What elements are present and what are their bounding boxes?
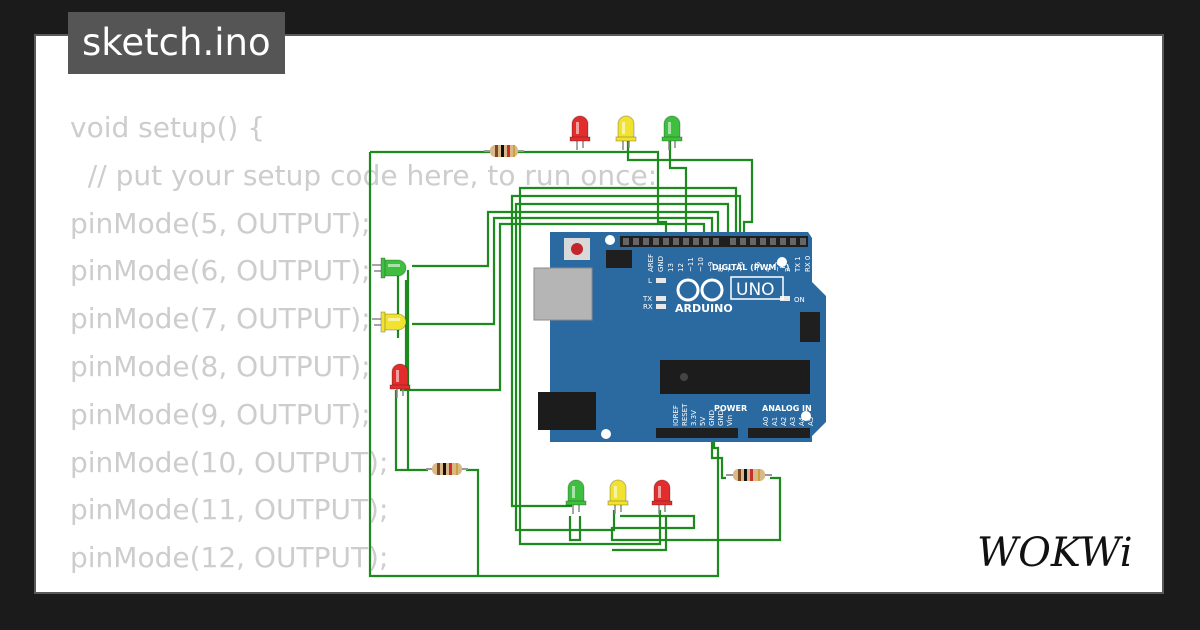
led-red[interactable] — [569, 115, 591, 150]
pin-label: GND — [717, 410, 725, 426]
icsp-header — [606, 250, 632, 268]
on-label: ON — [794, 296, 805, 304]
wire — [510, 194, 742, 508]
pin-label: Vin — [726, 415, 734, 426]
arduino-infinity-icon — [676, 278, 724, 302]
wire — [412, 210, 720, 268]
leds — [372, 115, 683, 514]
code-line: pinMode(9, OUTPUT); — [70, 397, 371, 431]
led-yellow[interactable] — [372, 311, 407, 333]
pin-label: ~5 — [754, 262, 762, 272]
wire — [518, 186, 738, 546]
wire — [466, 468, 480, 576]
led-red[interactable] — [389, 363, 411, 398]
code-line: pinMode(6, OUTPUT); — [70, 254, 371, 288]
l-label: L — [648, 277, 652, 285]
pin-label: IOREF — [672, 405, 680, 426]
pin-label: A2 — [780, 417, 788, 426]
pin-label: 3.3V — [690, 410, 698, 426]
wire — [394, 390, 428, 472]
analog-label: ANALOG IN — [762, 404, 812, 413]
resistor — [726, 469, 772, 481]
pin-label: GND — [708, 410, 716, 426]
code-editor: void setup() { // put your setup code he… — [70, 104, 658, 592]
code-line: pinMode(8, OUTPUT); — [70, 349, 371, 383]
wire — [368, 152, 720, 578]
pin-label: ~9 — [707, 262, 715, 272]
pin-label: AREF — [647, 254, 655, 272]
arduino-uno-board[interactable]: ARDUINO UNO DIGITAL (PWM ~) POWER ANALOG… — [533, 232, 826, 442]
pin-label: RESET — [681, 403, 689, 426]
wire — [510, 150, 668, 240]
icsp2-header — [800, 312, 820, 342]
resistor — [484, 145, 524, 157]
led-yellow[interactable] — [615, 115, 637, 150]
code-line: pinMode(10, OUTPUT); — [70, 445, 389, 479]
pin-label: ~6 — [737, 261, 745, 272]
code-line: pinMode(11, OUTPUT); — [70, 493, 389, 527]
power-header — [656, 428, 738, 438]
wokwi-logo-text: WOKWi — [977, 530, 1133, 576]
rx-label: RX — [643, 303, 653, 311]
pin-label: ~3 — [774, 262, 782, 272]
led-yellow[interactable] — [607, 479, 629, 514]
pin-label: A1 — [771, 417, 779, 426]
tx-label: TX — [642, 295, 652, 303]
led-green[interactable] — [661, 115, 683, 150]
wire — [612, 516, 668, 552]
code-line: void setup() { — [70, 111, 266, 144]
pin-label: ~10 — [697, 257, 705, 272]
pin-label: 2 — [784, 268, 792, 272]
wire — [626, 140, 754, 240]
pin-label: 12 — [677, 263, 685, 272]
led-green[interactable] — [565, 479, 587, 514]
usb-connector — [533, 267, 593, 321]
code-line: // put your setup code here, to run once… — [70, 158, 658, 192]
pin-label: A3 — [789, 417, 797, 426]
wire — [710, 440, 726, 480]
pin-label: GND — [657, 256, 665, 272]
wire — [412, 216, 714, 326]
pin-label: 8 — [717, 268, 725, 272]
pin-label: 7 — [727, 268, 735, 272]
brand-label: ARDUINO — [675, 302, 733, 315]
wire — [400, 222, 706, 392]
pin-label: 4 — [764, 267, 772, 272]
pin-label: A5 — [807, 417, 815, 426]
file-tab[interactable]: sketch.ino — [68, 12, 285, 74]
pin-label: 5V — [699, 417, 707, 426]
power-jack — [538, 392, 596, 430]
wire — [568, 516, 582, 542]
digital-header-label: DIGITAL (PWM ~) — [712, 263, 790, 272]
pin-label: A0 — [762, 417, 770, 426]
resistor — [426, 463, 468, 475]
preview-card: void setup() { // put your setup code he… — [34, 34, 1164, 594]
code-line: pinMode(5, OUTPUT); — [70, 206, 371, 240]
code-line: pinMode(13, OUTPUT); — [70, 582, 657, 592]
pin-label: A4 — [798, 416, 806, 426]
pin-label: RX 0 — [804, 256, 812, 272]
led-green[interactable] — [372, 257, 407, 279]
led-red[interactable] — [651, 479, 673, 514]
pin-label: ~11 — [687, 257, 695, 272]
pin-label: TX 1 — [794, 256, 802, 273]
power-label: POWER — [714, 404, 747, 413]
pin-label: 13 — [667, 263, 675, 272]
analog-header — [748, 428, 810, 438]
model-label: UNO — [736, 280, 775, 300]
code-line: pinMode(7, OUTPUT); — [70, 302, 371, 336]
wokwi-logo: WOKWi — [977, 530, 1133, 576]
wire — [610, 476, 782, 542]
wire — [514, 202, 730, 532]
code-line: pinMode(12, OUTPUT); — [70, 541, 389, 575]
